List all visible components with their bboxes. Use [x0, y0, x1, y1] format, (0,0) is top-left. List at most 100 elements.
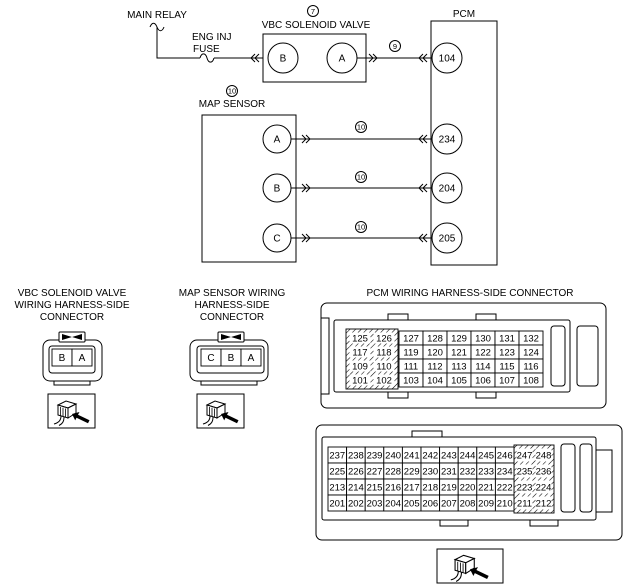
- connector-title-line: HARNESS-SIDE: [194, 300, 269, 311]
- wire-ref-number: 9: [393, 42, 397, 51]
- cavity-number: 108: [523, 375, 539, 386]
- cavity-number: 217: [404, 482, 420, 493]
- cavity-number: 214: [348, 482, 364, 493]
- cavity-number: 245: [478, 450, 494, 461]
- shaded-cavity-cell: [535, 464, 552, 478]
- cavity-number: 205: [404, 498, 420, 509]
- cavity-cell: [494, 494, 515, 512]
- connector-tab: [529, 519, 559, 527]
- connector-latch-mark: [62, 334, 82, 340]
- connector-chevron: [418, 53, 428, 63]
- terminal-label: 205: [439, 234, 456, 245]
- shaded-cavity-cell: [373, 346, 395, 358]
- terminal-circle: [262, 124, 292, 154]
- cavity-number: 118: [376, 347, 391, 358]
- cavity-number: 125: [352, 333, 368, 344]
- shaded-cavity-cell: [373, 374, 395, 386]
- cavity-number: 225: [329, 466, 345, 477]
- cavity-number: 103: [403, 375, 419, 386]
- cavity-number: 111: [404, 361, 418, 372]
- terminal-label: B: [280, 54, 287, 65]
- connector-chevron: [418, 134, 428, 144]
- fuse-label-line1: ENG INJ: [192, 32, 231, 43]
- connector-tab: [387, 313, 409, 321]
- cavity-number: 102: [376, 375, 392, 386]
- cavity-number: 237: [329, 450, 345, 461]
- terminal-circle: [262, 173, 292, 203]
- cavity-number: 122: [475, 347, 491, 358]
- cavity-number: 211: [517, 498, 532, 509]
- cavity-number: 232: [460, 466, 476, 477]
- cavity-number: 242: [422, 450, 438, 461]
- cavity-label: B: [228, 353, 235, 364]
- cavity-number: 101: [352, 375, 368, 386]
- cavity-number: 112: [427, 361, 442, 372]
- cavity-number: 227: [367, 466, 383, 477]
- cavity-number: 113: [451, 361, 466, 372]
- terminal-circle: [267, 42, 299, 74]
- main-relay-label: MAIN RELAY: [127, 10, 187, 21]
- wire-map-c-to-pcm: 10: [291, 221, 432, 243]
- connector-latch-mark: [221, 334, 241, 340]
- cavity-label: B: [59, 353, 66, 364]
- cavity-number: 123: [499, 347, 515, 358]
- connector-base: [53, 381, 91, 386]
- connector-title-line: CONNECTOR: [40, 312, 104, 323]
- wire-map-a-to-pcm: 10: [291, 121, 432, 144]
- connector-chevron: [368, 53, 378, 63]
- connector-title-line: WIRING HARNESS-SIDE: [14, 300, 129, 311]
- terminal-circle: [431, 42, 463, 74]
- cavity-number: 234: [497, 466, 513, 477]
- connector-base: [200, 381, 258, 386]
- cavity-number: 128: [427, 333, 443, 344]
- cavity-number: 120: [427, 347, 443, 358]
- power-supply-wire: [156, 27, 200, 59]
- connector-title-line: CONNECTOR: [200, 312, 264, 323]
- cavity-number: 240: [385, 450, 401, 461]
- wire-ref-circle: [355, 121, 367, 133]
- terminal-label: 204: [439, 184, 456, 195]
- wire-vbc-to-pcm: 9: [357, 40, 432, 63]
- cavity-number: 229: [404, 466, 420, 477]
- pcm: PCM 104 234 204 205: [430, 9, 498, 266]
- schematic: MAIN RELAY ENG INJ FUSE 7 VBC SOLENOID V…: [127, 5, 498, 266]
- cavity-number: 130: [475, 333, 491, 344]
- connector-window: [579, 443, 593, 513]
- component-ref-number: 10: [228, 87, 236, 96]
- shaded-cavity-cell: [516, 496, 533, 510]
- cavity-number: 210: [497, 498, 513, 509]
- connector-chevron: [301, 134, 311, 144]
- connector-tab: [439, 519, 469, 527]
- cavity-number: 216: [385, 482, 401, 493]
- cavity-number: 208: [460, 498, 476, 509]
- wire-ref-circle: [355, 221, 367, 233]
- cavity-number: 221: [478, 482, 494, 493]
- connector-chevron: [418, 233, 428, 243]
- cavity-number: 244: [460, 450, 476, 461]
- component-ref-circle: [226, 85, 238, 97]
- cavity-label: A: [79, 353, 86, 364]
- connector-right-extension: [596, 449, 613, 513]
- wire-map-b-to-pcm: 10: [291, 171, 432, 193]
- map-sensor-label: MAP SENSOR: [199, 99, 266, 110]
- cavity-label: A: [248, 353, 255, 364]
- vbc-solenoid-valve-label: VBC SOLENOID VALVE: [262, 20, 371, 31]
- cavity-label: C: [207, 353, 214, 364]
- cavity-number: 235: [517, 466, 533, 477]
- shaded-cavity-cell: [349, 332, 371, 344]
- pcm-label: PCM: [453, 9, 475, 20]
- cavity-number: 215: [367, 482, 383, 493]
- terminal-label: 104: [439, 54, 456, 65]
- wire-ref-circle: [355, 171, 367, 183]
- cavity-number: 117: [352, 347, 367, 358]
- cavity-number: 132: [523, 333, 539, 344]
- connector-title-line: VBC SOLENOID VALVE: [18, 288, 127, 299]
- cavity-number: 239: [367, 450, 383, 461]
- cavity-cell: [71, 348, 93, 367]
- cavity-number: 241: [404, 450, 420, 461]
- shaded-cavity-cell: [535, 448, 552, 462]
